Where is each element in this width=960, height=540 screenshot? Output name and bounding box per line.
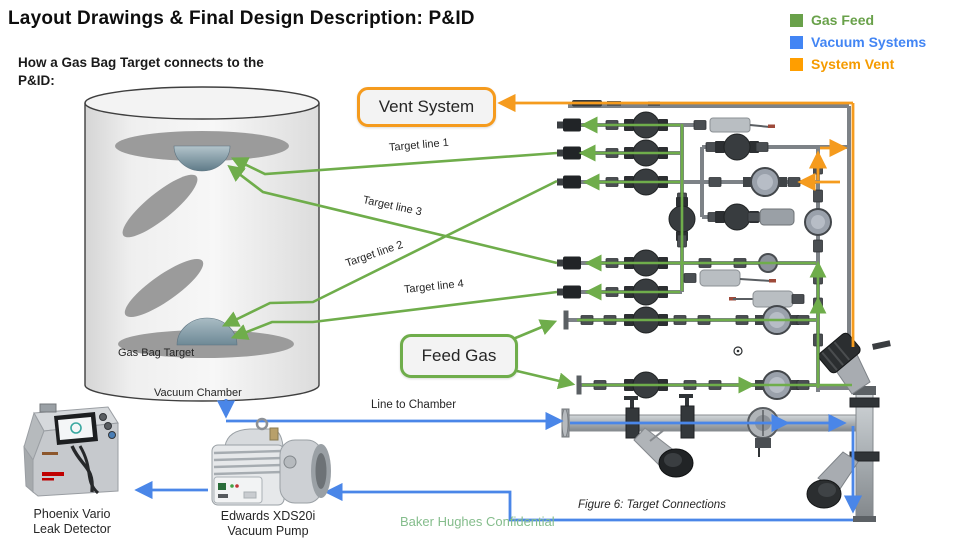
vacuum-chamber-label: Vacuum Chamber (154, 387, 242, 399)
page-title: Layout Drawings & Final Design Descripti… (8, 8, 475, 29)
line-to-chamber-label: Line to Chamber (371, 399, 457, 411)
vacuum-pump-caption: Edwards XDS20i Vacuum Pump (220, 509, 316, 538)
feed-gas-box: Feed Gas (400, 334, 518, 378)
target-line-3-arrow (227, 164, 558, 265)
leak-detector-caption: Phoenix Vario Leak Detector (33, 507, 111, 536)
vacuum-systems-swatch (790, 35, 803, 49)
vent-system-label: Vent System (378, 97, 475, 116)
target-line-2-arrow (221, 179, 558, 327)
feed-gas-leader-top (512, 319, 558, 341)
legend-label: Vacuum Systems (811, 34, 927, 50)
legend-item-vacuum-systems: Vacuum Systems (790, 34, 926, 50)
vacuum-chamber-graphic (84, 86, 320, 402)
legend-label: Gas Feed (811, 12, 875, 28)
target-line-1-arrow (230, 151, 558, 176)
gas-feed-swatch (790, 13, 803, 27)
gas-bag-target-label: Gas Bag Target (118, 347, 195, 359)
vacuum-lines (134, 399, 863, 522)
gas-bag-dome-top (173, 145, 231, 172)
feed-gas-label: Feed Gas (421, 346, 497, 365)
legend-label: System Vent (811, 56, 895, 72)
legend-item-gas-feed: Gas Feed (790, 12, 926, 28)
vent-lines (497, 93, 855, 347)
legend-item-system-vent: System Vent (790, 56, 926, 72)
feed-gas-leader-bottom (516, 369, 576, 390)
y-valve-assembly (806, 332, 891, 522)
confidential-footer: Baker Hughes Confidential (400, 514, 555, 529)
system-vent-swatch (790, 57, 803, 71)
main-vacuum-pipe (561, 394, 861, 478)
legend: Gas Feed Vacuum Systems System Vent (790, 12, 926, 78)
gas-feed-lines (221, 116, 852, 394)
leak-detector-image (23, 403, 119, 497)
figure-caption: Figure 6: Target Connections (578, 499, 726, 511)
return-to-pump-arrow (324, 482, 853, 522)
vent-system-box: Vent System (357, 87, 496, 127)
vacuum-pump-image (211, 417, 331, 506)
subtitle: How a Gas Bag Target connects to the P&I… (18, 55, 264, 89)
target-line-4-arrow (230, 290, 558, 340)
piping-components (557, 100, 832, 400)
